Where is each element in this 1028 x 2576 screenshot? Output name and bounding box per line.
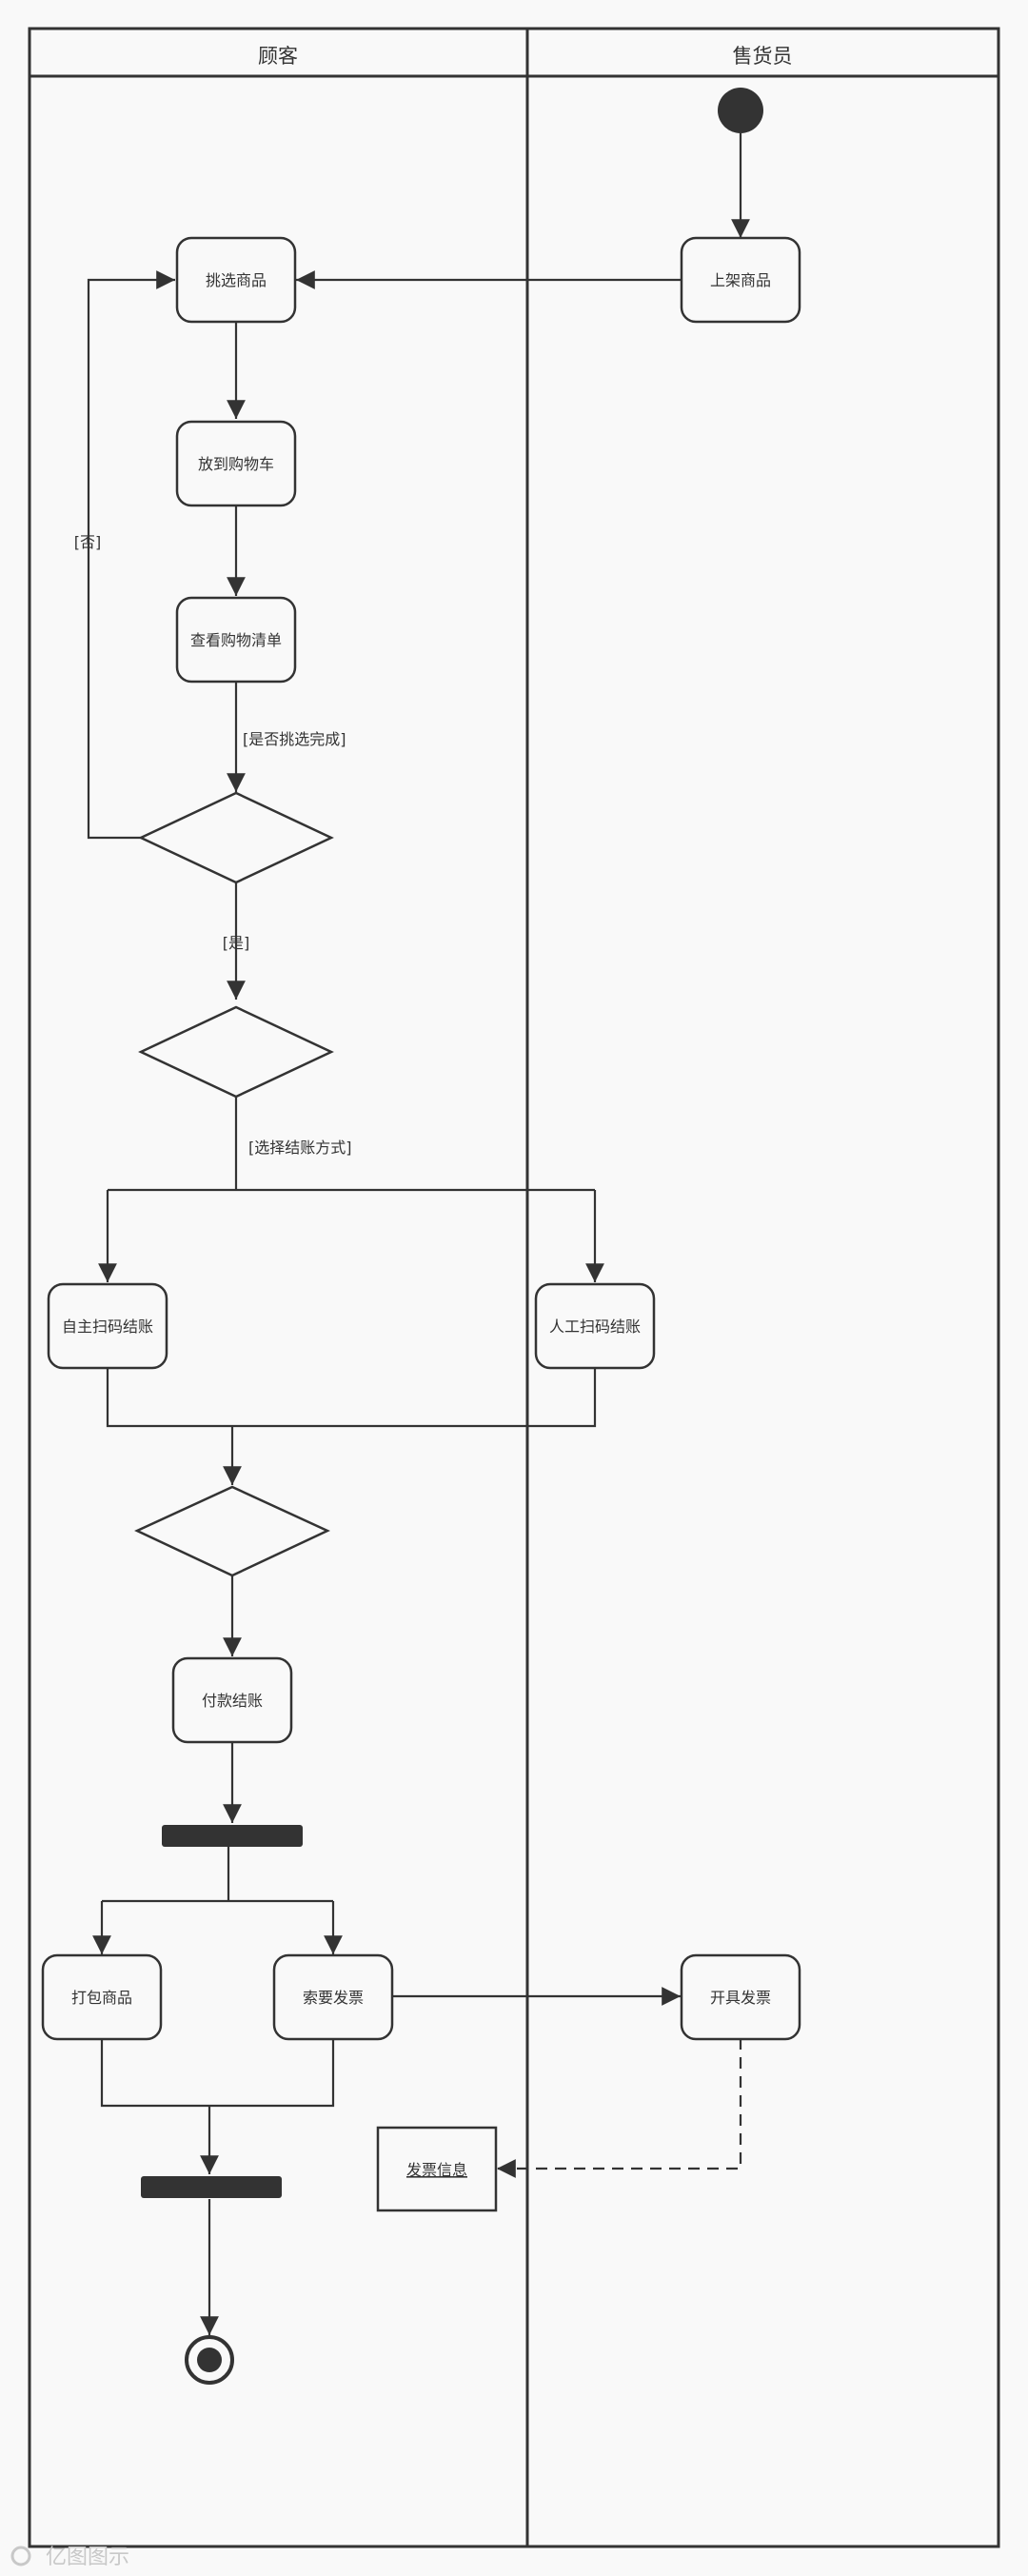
label-shelve: 上架商品: [710, 271, 771, 289]
fork-bar: [162, 1825, 303, 1847]
label-self-checkout: 自主扫码结账: [62, 1318, 153, 1336]
label-invoice-info: 发票信息: [406, 2161, 467, 2179]
action-pack: [41, 1953, 163, 2041]
label-pick: 挑选商品: [206, 271, 267, 289]
action-view-list: [175, 596, 297, 684]
guard-no: [否]: [74, 533, 102, 551]
action-issue-invoice: [680, 1953, 801, 2041]
action-pay: [171, 1656, 293, 1744]
action-add-cart: [175, 420, 297, 507]
label-view-list: 查看购物清单: [190, 631, 282, 649]
guard-choose-method: [选择结账方式]: [248, 1139, 352, 1157]
label-pay: 付款结账: [202, 1692, 263, 1710]
initial-node: [718, 88, 763, 133]
watermark-logo: 亿图图示: [10, 2546, 129, 2569]
decision-diamond-method: [138, 1005, 334, 1099]
join-bar: [141, 2176, 282, 2198]
lane-title-salesperson: 售货员: [733, 45, 793, 68]
action-pick: [175, 236, 297, 324]
edge-decision1-no-loop: [87, 270, 175, 840]
label-pack: 打包商品: [71, 1989, 132, 2007]
edge-issue-to-info-dashed: [497, 2038, 742, 2178]
action-request-invoice: [272, 1953, 394, 2041]
decision-diamond-merge: [134, 1485, 330, 1577]
connectors: [87, 133, 750, 2335]
swimlane-frame: [28, 27, 1000, 2548]
label-issue-invoice: 开具发票: [710, 1989, 771, 2007]
decisions: [134, 791, 334, 1577]
object-invoice-info: [376, 2126, 498, 2212]
lane-title-customer: 顾客: [258, 45, 298, 68]
edge-pack-invoice-join: [100, 2038, 335, 2108]
edge-self-checkout-merge: [106, 1366, 597, 1428]
final-node: [185, 2335, 234, 2385]
label-manual-checkout: 人工扫码结账: [549, 1318, 641, 1336]
guard-is-done: [是否挑选完成]: [243, 730, 346, 748]
action-self-checkout: [47, 1282, 168, 1370]
action-shelve: [680, 236, 801, 324]
watermark-text: 亿图图示: [46, 2546, 129, 2569]
action-manual-checkout: [534, 1282, 656, 1370]
decision-diamond-done: [138, 791, 334, 884]
label-request-invoice: 索要发票: [303, 1989, 364, 2007]
guard-yes: [是]: [223, 934, 250, 952]
actions: [41, 236, 801, 2212]
label-add-cart: 放到购物车: [198, 455, 274, 473]
